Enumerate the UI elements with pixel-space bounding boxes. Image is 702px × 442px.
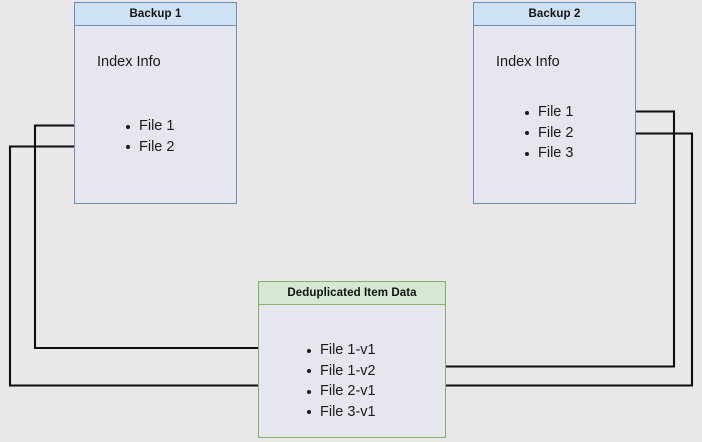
- node-deduplicated-item-data-title: Deduplicated Item Data: [259, 282, 445, 305]
- index-info-label-backup-1: Index Info: [97, 54, 161, 70]
- node-backup-2-title: Backup 2: [474, 3, 635, 26]
- node-backup-1[interactable]: Backup 1 Index Info File 1 File 2: [74, 2, 237, 204]
- file-list-deduplicated: File 1-v1 File 1-v2 File 2-v1 File 3-v1: [306, 340, 376, 422]
- node-backup-1-title: Backup 1: [75, 3, 236, 26]
- node-deduplicated-item-data[interactable]: Deduplicated Item Data File 1-v1 File 1-…: [258, 281, 446, 438]
- file-list-backup-2: File 1 File 2 File 3: [524, 102, 573, 164]
- list-item[interactable]: File 3-v1: [306, 402, 376, 423]
- list-item[interactable]: File 2: [524, 123, 573, 144]
- list-item[interactable]: File 2: [125, 137, 174, 158]
- list-item[interactable]: File 3: [524, 143, 573, 164]
- list-item[interactable]: File 1-v1: [306, 340, 376, 361]
- file-list-backup-1: File 1 File 2: [125, 116, 174, 157]
- node-backup-2-body: Index Info File 1 File 2 File 3: [474, 26, 635, 203]
- node-backup-2[interactable]: Backup 2 Index Info File 1 File 2 File 3: [473, 2, 636, 204]
- list-item[interactable]: File 1: [524, 102, 573, 123]
- list-item[interactable]: File 1-v2: [306, 361, 376, 382]
- node-deduplicated-item-data-body: File 1-v1 File 1-v2 File 2-v1 File 3-v1: [259, 305, 445, 437]
- node-backup-1-body: Index Info File 1 File 2: [75, 26, 236, 203]
- index-info-label-backup-2: Index Info: [496, 54, 560, 70]
- list-item[interactable]: File 1: [125, 116, 174, 137]
- list-item[interactable]: File 2-v1: [306, 381, 376, 402]
